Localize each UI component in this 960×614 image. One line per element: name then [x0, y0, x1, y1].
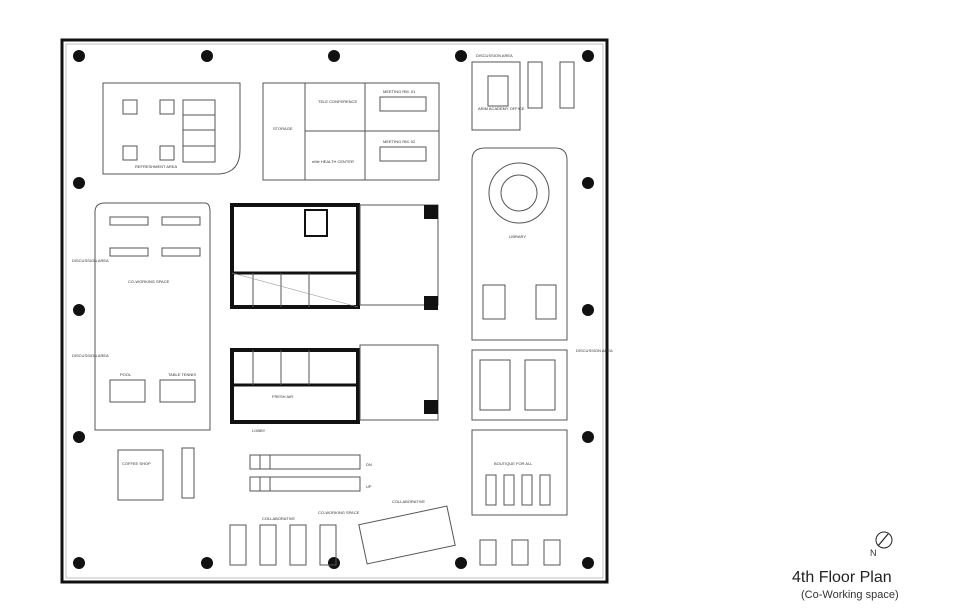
service-core	[230, 203, 439, 424]
plan-title: 4th Floor Plan	[792, 569, 892, 586]
label-meeting-2: MEETING RM. 02	[383, 139, 416, 144]
academy-office	[471, 61, 575, 131]
structural-columns	[73, 50, 594, 569]
label-coworking-1: CO-WORKING SPACE	[128, 279, 170, 284]
label-collaborative-2: COLLABORATIVE	[392, 499, 425, 504]
label-dn: DN	[366, 462, 372, 467]
north-arrow: N	[866, 528, 896, 558]
label-library: LIBRARY	[509, 234, 526, 239]
inner-wall-line	[65, 43, 604, 579]
label-collaborative-1: COLLABORATIVE	[262, 516, 295, 521]
label-fresh-air: FRESH AIR	[272, 394, 293, 399]
library-zone	[471, 147, 568, 516]
label-meeting-1: MEETING RM. 01	[383, 89, 416, 94]
coffee-shop	[117, 447, 195, 501]
label-lobby: LOBBY	[252, 428, 266, 433]
label-refreshment: REFRESHMENT AREA	[135, 164, 177, 169]
label-academy: ARIM ACADEMY OFFICE	[478, 106, 525, 111]
label-table-tennis: TABLE TENNIS	[168, 372, 196, 377]
label-health-center: eMe HEALTH CENTER	[312, 159, 354, 164]
escalators	[249, 454, 361, 492]
label-pool: POOL	[120, 372, 132, 377]
label-discussion-3: DISCUSSION AREA	[72, 353, 109, 358]
north-label: N	[870, 548, 877, 558]
outer-wall	[60, 38, 609, 584]
label-coworking-2: CO-WORKING SPACE	[318, 510, 360, 515]
label-discussion-4: DISCUSSION AREA	[576, 348, 613, 353]
label-storage: STORAGE	[273, 126, 293, 131]
meeting-block	[262, 82, 440, 181]
label-up: UP	[366, 484, 372, 489]
label-discussion-2: DISCUSSION AREA	[72, 258, 109, 263]
label-boutique: BOUTIQUE FOR ALL	[494, 461, 533, 466]
plan-subtitle: (Co-Working space)	[801, 589, 899, 601]
refreshment-area	[102, 82, 241, 175]
north-circle-icon	[875, 531, 893, 549]
label-discussion-1: DISCUSSION AREA	[476, 53, 513, 58]
label-coffee-shop: COFFEE SHOP	[122, 461, 151, 466]
collaborative-bottom	[229, 505, 561, 566]
coworking-left	[94, 202, 211, 431]
label-tele-conference: TELE CONFERENCE	[318, 99, 357, 104]
